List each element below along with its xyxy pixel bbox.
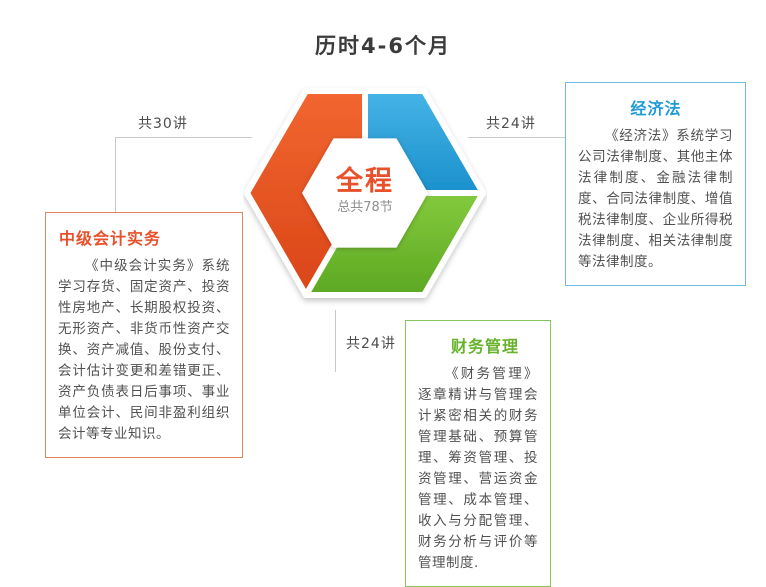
hexagon-svg: 全程 总共78节 [244,88,486,298]
connector-practice-vertical [115,137,116,212]
callout-finance: 财务管理 《财务管理》逐章精讲与管理会计紧密相关的财务管理基础、预算管理、筹资管… [405,320,551,587]
callout-practice-body: 《中级会计实务》系统学习存货、固定资产、投资性房地产、长期股权投资、无形资产、非… [58,258,230,442]
hexagon-center-subtitle: 总共78节 [337,200,393,215]
course-hexagon-diagram: 全程 总共78节 [243,78,487,318]
callout-finance-body: 《财务管理》逐章精讲与管理会计紧密相关的财务管理基础、预算管理、筹资管理、投资管… [418,366,538,571]
callout-practice-title: 中级会计实务 [59,229,162,248]
hexagon-center-title: 全程 [335,165,394,197]
callout-law: 经济法 《经济法》系统学习公司法律制度、其他主体法律制度、金融法律制度、合同法律… [565,82,746,286]
lectures-label-practice: 共30讲 [138,116,188,132]
callout-practice: 中级会计实务 《中级会计实务》系统学习存货、固定资产、投资性房地产、长期股权投资… [45,212,243,458]
callout-law-title: 经济法 [630,99,682,118]
hexagon-center-plate [302,138,428,248]
connector-practice-horizontal [115,137,252,138]
lectures-label-law: 共24讲 [486,116,536,132]
lectures-label-finance: 共24讲 [346,336,396,352]
callout-law-body: 《经济法》系统学习公司法律制度、其他主体法律制度、金融法律制度、合同法律制度、增… [578,128,733,270]
callout-finance-title: 财务管理 [451,337,520,356]
page-title: 历时4-6个月 [315,34,451,58]
connector-law-horizontal [468,137,565,138]
connector-finance-vertical [335,310,336,372]
